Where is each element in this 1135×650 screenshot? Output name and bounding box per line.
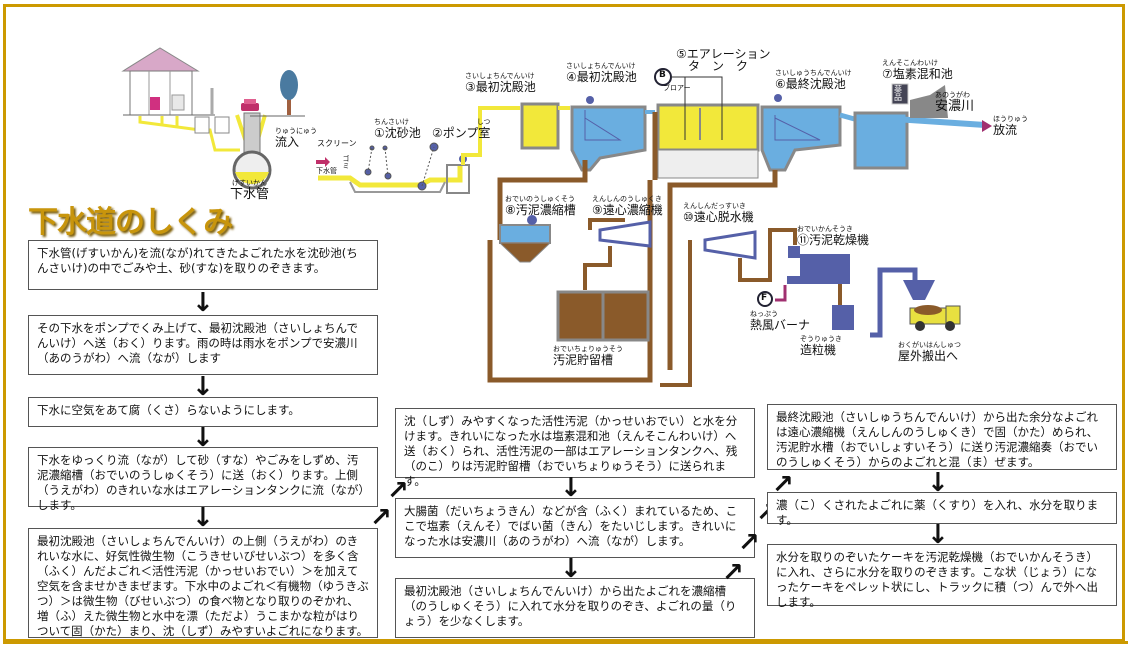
step-5-box: 最初沈殿池（さいしょちんでんいけ）の上側（うえがわ）のきれいな水に、好気性微生物… <box>28 528 378 638</box>
label-granulator: ぞうりゅうき造粒機 <box>800 335 842 357</box>
step-8-box: 最初沈殿池（さいしょちんでんいけ）から出たよごれを濃縮槽（のうしゅくそう）に入れ… <box>395 578 755 638</box>
label-aeration-tank: ⑤エアレーションタ ン ク <box>676 47 771 73</box>
inflow-arrow-icon <box>316 157 330 167</box>
label-outdoor-removal: おくがいはんしゅつ屋外搬出へ <box>898 341 961 363</box>
final-sedimentation-tank <box>667 94 842 370</box>
blower-badge-text: B <box>659 70 666 80</box>
arrow-up-right-icon: ↗ <box>387 476 409 506</box>
label-hot-air-burner: ねっぷう熱風バーナ <box>750 310 811 332</box>
step-7-box: 大腸菌（だいちょうきん）などが含（ふく）まれているため、ここで塩素（えんそ）でば… <box>395 498 755 558</box>
label-ano-river: あのうがわ安濃川 <box>935 91 975 114</box>
label-chemical: 薬品 <box>894 85 902 102</box>
discharge-arrow-icon <box>982 120 992 132</box>
sewer-pipe-shape <box>232 112 272 190</box>
arrow-down-icon: ↓ <box>560 473 582 503</box>
arrow-up-right-icon: ↗ <box>370 503 392 533</box>
arrow-down-icon: ↓ <box>192 423 214 453</box>
step-4-box: 下水をゆっくり流（なが）して砂（すな）やごみをしずめ、汚泥濃縮槽（おでいのうしゅ… <box>28 447 378 512</box>
arrow-up-right-icon: ↗ <box>772 470 794 500</box>
arrow-down-icon: ↓ <box>192 372 214 402</box>
label-discharge: ほうりゅう放流 <box>993 115 1028 137</box>
car-icon <box>241 99 259 111</box>
arrow-up-right-icon: ↗ <box>722 558 744 588</box>
house-icon <box>121 47 215 116</box>
label-garbage: ゴミ <box>342 155 350 169</box>
process-diagram <box>121 47 992 387</box>
arrow-down-icon: ↓ <box>192 503 214 533</box>
fan-badge-icon <box>757 291 773 307</box>
arrow-down-icon: ↓ <box>927 468 949 498</box>
arrow-down-icon: ↓ <box>927 520 949 550</box>
page-title: 下水道のしくみ <box>28 205 233 240</box>
label-sludge-storage: おでいちょりゅうそう汚泥貯留槽 <box>553 345 623 367</box>
centrifugal-thickener-machine <box>598 220 652 248</box>
aeration-tank <box>654 68 760 179</box>
primary-sedimentation-tank-3 <box>520 102 560 150</box>
sludge-dryer-machine <box>787 246 935 338</box>
primary-sedimentation-tank-4 <box>497 96 647 240</box>
step-3-box: 下水に空気をあて腐（くさ）らないようにします。 <box>28 397 378 427</box>
step-6-box: 沈（しず）みやすくなった活性汚泥（かっせいおでい）と水を分けます。きれいになった… <box>395 408 755 488</box>
arrow-up-right-icon: ↗ <box>738 528 760 558</box>
fan-badge-text: F <box>761 293 768 303</box>
step-9-box: 最終沈殿池（さいしゅうちんでんいけ）から出た余分なよごれは遠心濃縮機（えんしんの… <box>767 404 1117 470</box>
step-11-box: 水分を取りのぞいたケーキを汚泥乾燥機（おでいかんそうき）に入れ、さらに水分を取り… <box>767 544 1117 609</box>
truck-icon <box>909 305 961 331</box>
label-screen: スクリーン <box>317 139 357 148</box>
label-sewer-pipe: げすいかん下水管 <box>230 179 270 202</box>
tree-icon <box>250 70 305 117</box>
centrifugal-dehydrator-machine <box>703 230 757 260</box>
step-2-box: その下水をポンプでくみ上げて、最初沈殿池（さいしょちんでんいけ）へ送（おく）りま… <box>28 315 378 375</box>
sludge-storage-tank <box>556 290 650 342</box>
label-blower: ブロアー <box>663 84 691 92</box>
grit-chamber-machine <box>364 142 439 191</box>
label-sewer-pipe-small: 下水管 <box>316 167 337 175</box>
arrow-down-icon: ↓ <box>560 554 582 584</box>
label-inflow: りゅうにゅう流入 <box>275 127 317 149</box>
sludge-thickener-tank <box>498 215 552 263</box>
chlorine-mixing-tank <box>853 83 992 170</box>
diagram-frame <box>3 4 1125 642</box>
step-1-box: 下水管(げすいかん)を流(なが)れてきたよごれた水を沈砂池(ちんさいけ)の中でご… <box>28 240 378 290</box>
arrow-down-icon: ↓ <box>192 288 214 318</box>
frame-bottom-line <box>3 641 1128 644</box>
step-10-box: 濃（こ）くされたよごれに薬（くすり）を入れ、水分を取ります。 <box>767 492 1117 527</box>
